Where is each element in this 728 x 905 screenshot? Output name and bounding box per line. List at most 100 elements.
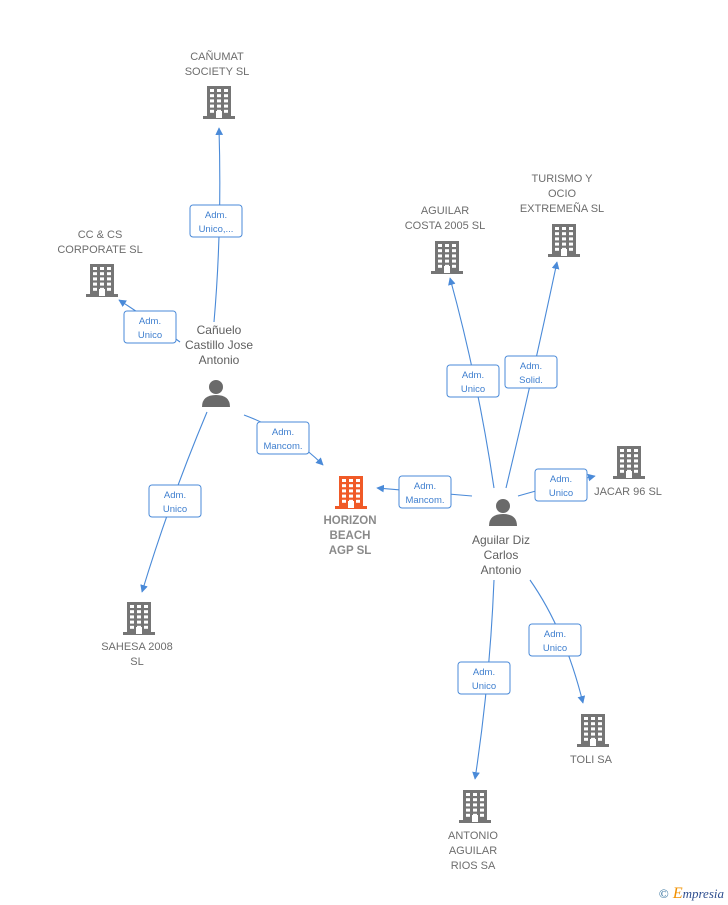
company-jacar-building-icon [613,446,645,479]
company-turismo-label-line: TURISMO Y [532,173,594,185]
relation-text: Adm. Unico [543,629,567,654]
relation-text-line: Adm. [550,474,572,485]
company-sahesa-building-icon [123,602,155,635]
company-antonio-label-line: AGUILAR [449,845,497,857]
relation-badge-canuelo-horizon[interactable]: Adm. Mancom. [256,421,310,455]
company-aguilar2005-label-line: COSTA 2005 SL [405,220,486,232]
company-jacar-label-line: JACAR 96 SL [594,486,662,498]
relation-text: Adm. Unico [163,490,187,515]
relation-box [504,355,558,389]
brand-initial: E [672,885,683,902]
company-node-turismo[interactable]: TURISMO Y OCIO EXTREMEÑA SL [520,173,604,257]
company-aguilar2005-building-icon [431,241,463,274]
relation-text-line: Adm. [544,629,566,640]
relation-text: Adm.Unico [461,370,485,395]
company-canumat-building-icon [203,86,235,119]
relation-badge-canuelo-cccs[interactable]: Adm. Unico [123,310,177,344]
person-canuelo-person-icon [202,380,230,407]
relation-badge-aguilardiz-jacar[interactable]: Adm. Unico [534,468,588,502]
company-horizon-label-line: BEACH [330,530,371,542]
relation-text: Adm. Unico [549,474,573,499]
person-aguilardiz-person-icon [489,499,517,526]
relation-text-line: Mancom. [263,441,302,452]
relation-text: Adm. Unico [472,667,496,692]
company-horizon-label-line: HORIZON [323,515,376,527]
relation-text-line: Unico,... [199,224,234,235]
company-toli-building-icon [577,714,609,747]
company-turismo-building-icon [548,224,580,257]
relation-text-line: Adm. [205,210,227,221]
relation-badge-canuelo-canumat[interactable]: Adm. Unico,... [189,204,243,238]
relation-badge-aguilardiz-toli[interactable]: Adm. Unico [528,623,582,657]
relation-box [148,484,202,518]
person-aguilardiz-label-line: Carlos [484,548,519,562]
company-node-cccs[interactable]: CC & CS CORPORATE SL [57,229,143,297]
relation-text-line: Adm. [473,667,495,678]
company-turismo-label: TURISMO Y OCIO EXTREMEÑA SL [520,173,604,215]
relation-text-line: Unico [543,643,567,654]
company-node-horizon[interactable]: HORIZON BEACH AGP SL [323,476,377,557]
relation-badge-aguilardiz-horizon[interactable]: Adm.Mancom. [398,475,452,509]
company-node-jacar[interactable]: JACAR 96 SL [594,446,662,498]
relation-box [534,468,588,502]
company-turismo-label-line: EXTREMEÑA SL [520,202,604,215]
relation-text-line: Unico [138,330,162,341]
brand-name: mpresia [682,886,724,901]
relation-badge-aguilardiz-aguilar2005[interactable]: Adm.Unico [446,364,500,398]
relation-text: Adm.Mancom. [405,481,444,506]
company-turismo-label-line: OCIO [548,188,577,200]
empresia-brand[interactable]: ©Empresia [659,885,724,903]
relation-text-line: Adm. [520,361,542,372]
relation-text: Adm. Mancom. [263,427,302,452]
relation-box [457,661,511,695]
company-aguilar2005-label-line: AGUILAR [421,205,469,217]
relation-box [256,421,310,455]
company-toli-label-line: TOLI SA [570,754,613,766]
company-node-toli[interactable]: TOLI SA [570,714,613,766]
person-canuelo-label-line: Castillo Jose [185,338,253,352]
relation-box [398,475,452,509]
relation-text-line: Adm. [139,316,161,327]
company-canumat-label-line: SOCIETY SL [185,66,250,78]
relation-text-line: Unico [163,504,187,515]
person-aguilardiz-label-line: Aguilar Diz [472,533,530,547]
company-sahesa-label-line: SL [130,656,143,668]
company-cccs-building-icon [86,264,118,297]
relation-badge-canuelo-sahesa[interactable]: Adm. Unico [148,484,202,518]
relation-text-line: Unico [549,488,573,499]
relation-box [528,623,582,657]
relation-text-line: Solid. [519,375,543,386]
person-aguilardiz-label-line: Antonio [481,563,522,577]
relation-text-line: Mancom. [405,495,444,506]
relation-text: Adm. Unico,... [199,210,234,235]
relation-text: Adm. Unico [138,316,162,341]
company-cccs-label-line: CC & CS [78,229,123,241]
company-toli-label: TOLI SA [570,754,613,766]
company-node-aguilar2005[interactable]: AGUILAR COSTA 2005 SL [405,205,486,274]
relation-badge-aguilardiz-antonio[interactable]: Adm. Unico [457,661,511,695]
company-horizon-building-icon [335,476,367,509]
relation-text-line: Unico [472,681,496,692]
company-cccs-label-line: CORPORATE SL [57,244,142,256]
relation-text: Adm. Solid. [519,361,543,386]
company-cccs-label: CC & CS CORPORATE SL [57,229,142,256]
relation-text-line: Adm. [164,490,186,501]
company-horizon-label-line: AGP SL [329,545,372,557]
relation-badge-aguilardiz-turismo[interactable]: Adm. Solid. [504,355,558,389]
relation-text-line: Adm. [462,370,484,381]
relation-text-line: Adm. [272,427,294,438]
relation-box [446,364,500,398]
company-horizon-label: HORIZON BEACH AGP SL [323,515,376,557]
person-canuelo-label-line: Antonio [199,353,240,367]
company-sahesa-label-line: SAHESA 2008 [101,641,173,653]
person-canuelo-label-line: Cañuelo [197,323,242,337]
